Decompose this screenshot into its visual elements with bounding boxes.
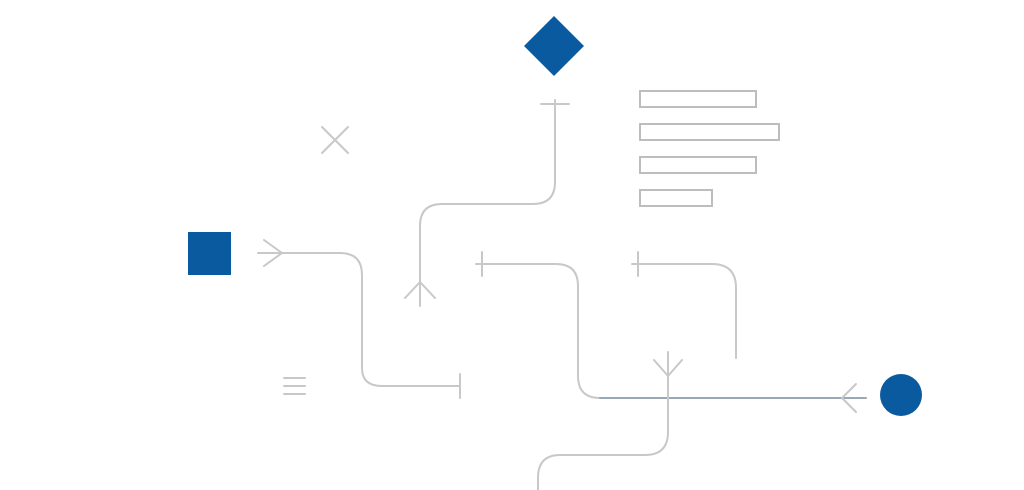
arrow-down-icon <box>653 359 683 377</box>
text-line-bar <box>639 189 713 207</box>
connector-from-circle <box>475 251 867 413</box>
connector-right-elbow <box>631 251 737 359</box>
connector-down-bottom <box>537 351 683 490</box>
diamond-node-icon <box>524 16 584 76</box>
menu-lines-icon <box>283 377 306 395</box>
circle-node-icon <box>880 374 922 416</box>
text-line-bar <box>639 123 780 141</box>
arrow-right-icon <box>263 239 283 267</box>
close-icon <box>321 126 349 154</box>
text-lines-icon <box>639 90 780 207</box>
text-line-bar <box>639 90 757 108</box>
connector-to-diamond <box>404 99 570 307</box>
connector-square-to-bottom <box>257 239 461 399</box>
arrow-left-icon <box>841 383 857 413</box>
text-line-bar <box>639 156 757 174</box>
square-node-icon <box>188 232 231 275</box>
arrow-up-icon <box>404 281 436 299</box>
